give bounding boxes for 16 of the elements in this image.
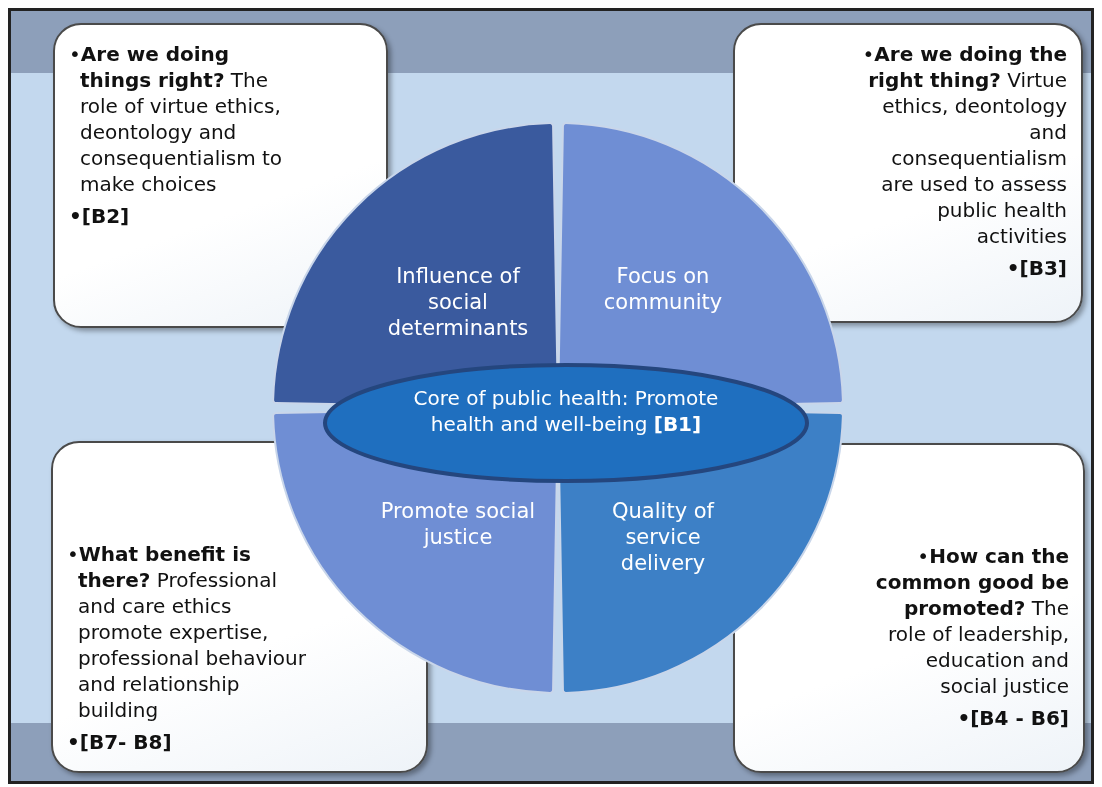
segment-label: Influence of social determinants <box>386 263 530 341</box>
question-text: •How can the common good be promoted? The role of leadership, education and social justice <box>874 543 1069 699</box>
segment-label: Quality of service delivery <box>611 498 716 576</box>
reference-label: •[B2] <box>69 203 131 229</box>
reference-label: •[B7- B8] <box>67 729 173 755</box>
center-ellipse <box>323 363 809 483</box>
question-card <box>53 23 388 328</box>
reference-label: •[B4 - B6] <box>956 705 1069 731</box>
question-text: •Are we doing the right thing? Virtue ethics, deontology and consequentialism are used to assess public health activities <box>861 41 1067 249</box>
question-text: •Are we doing things right? The role of virtue ethics, deontology and consequentialism to make choices <box>69 41 284 197</box>
segment-label: Promote social justice <box>379 498 537 550</box>
segment-label: Focus on community <box>602 263 724 315</box>
core-text: Core of public health: Promote health and well-being [B1] <box>412 385 720 437</box>
question-card <box>733 23 1083 323</box>
reference-label: •[B3] <box>1005 255 1067 281</box>
question-text: •What benefit is there? Professional and care ethics promote expertise, professional behaviour and relationship building <box>67 541 307 723</box>
